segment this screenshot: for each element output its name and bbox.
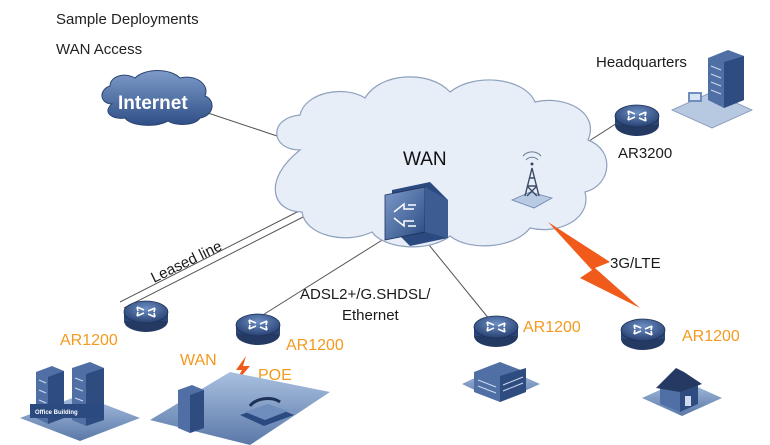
office-platform-icon xyxy=(150,372,330,445)
internet-label: Internet xyxy=(118,93,188,114)
adsl-label-line2: Ethernet xyxy=(342,307,400,324)
center-link xyxy=(424,239,491,321)
router-center-icon xyxy=(473,315,519,348)
header-subtitle: WAN Access xyxy=(56,41,142,58)
router-center-label: AR1200 xyxy=(523,319,581,336)
headquarters-label: Headquarters xyxy=(596,54,687,71)
router-mid-label: AR1200 xyxy=(286,337,344,354)
lte-bolt-icon xyxy=(548,222,640,308)
router-right-label: AR1200 xyxy=(682,328,740,345)
phone-icon xyxy=(240,397,294,426)
leased-line-2 xyxy=(123,213,310,309)
router-left-label: AR1200 xyxy=(60,332,118,349)
headquarters-building-icon xyxy=(671,50,753,129)
router-left-icon xyxy=(123,300,169,333)
wan-cloud-label: WAN xyxy=(403,149,447,170)
leased-line-1 xyxy=(119,207,306,303)
router-right-icon xyxy=(620,318,666,351)
cell-tower-icon xyxy=(510,151,554,209)
house-icon xyxy=(642,368,722,416)
adsl-link xyxy=(257,231,396,319)
office-building-sign: Office Building xyxy=(35,410,78,416)
header-title: Sample Deployments xyxy=(56,11,199,28)
wan-switch-icon xyxy=(384,182,448,246)
lte-label: 3G/LTE xyxy=(610,255,661,272)
router-ar3200-label: AR3200 xyxy=(618,145,672,162)
router-ar3200-icon xyxy=(614,104,660,137)
internet-cloud xyxy=(101,70,213,126)
adsl-label-line1: ADSL2+/G.SHDSL/ xyxy=(300,286,431,303)
router-mid-icon xyxy=(235,313,281,346)
wan-port-label: WAN xyxy=(180,352,217,369)
office-building-icon xyxy=(20,362,140,441)
branch-building-icon xyxy=(462,362,540,402)
